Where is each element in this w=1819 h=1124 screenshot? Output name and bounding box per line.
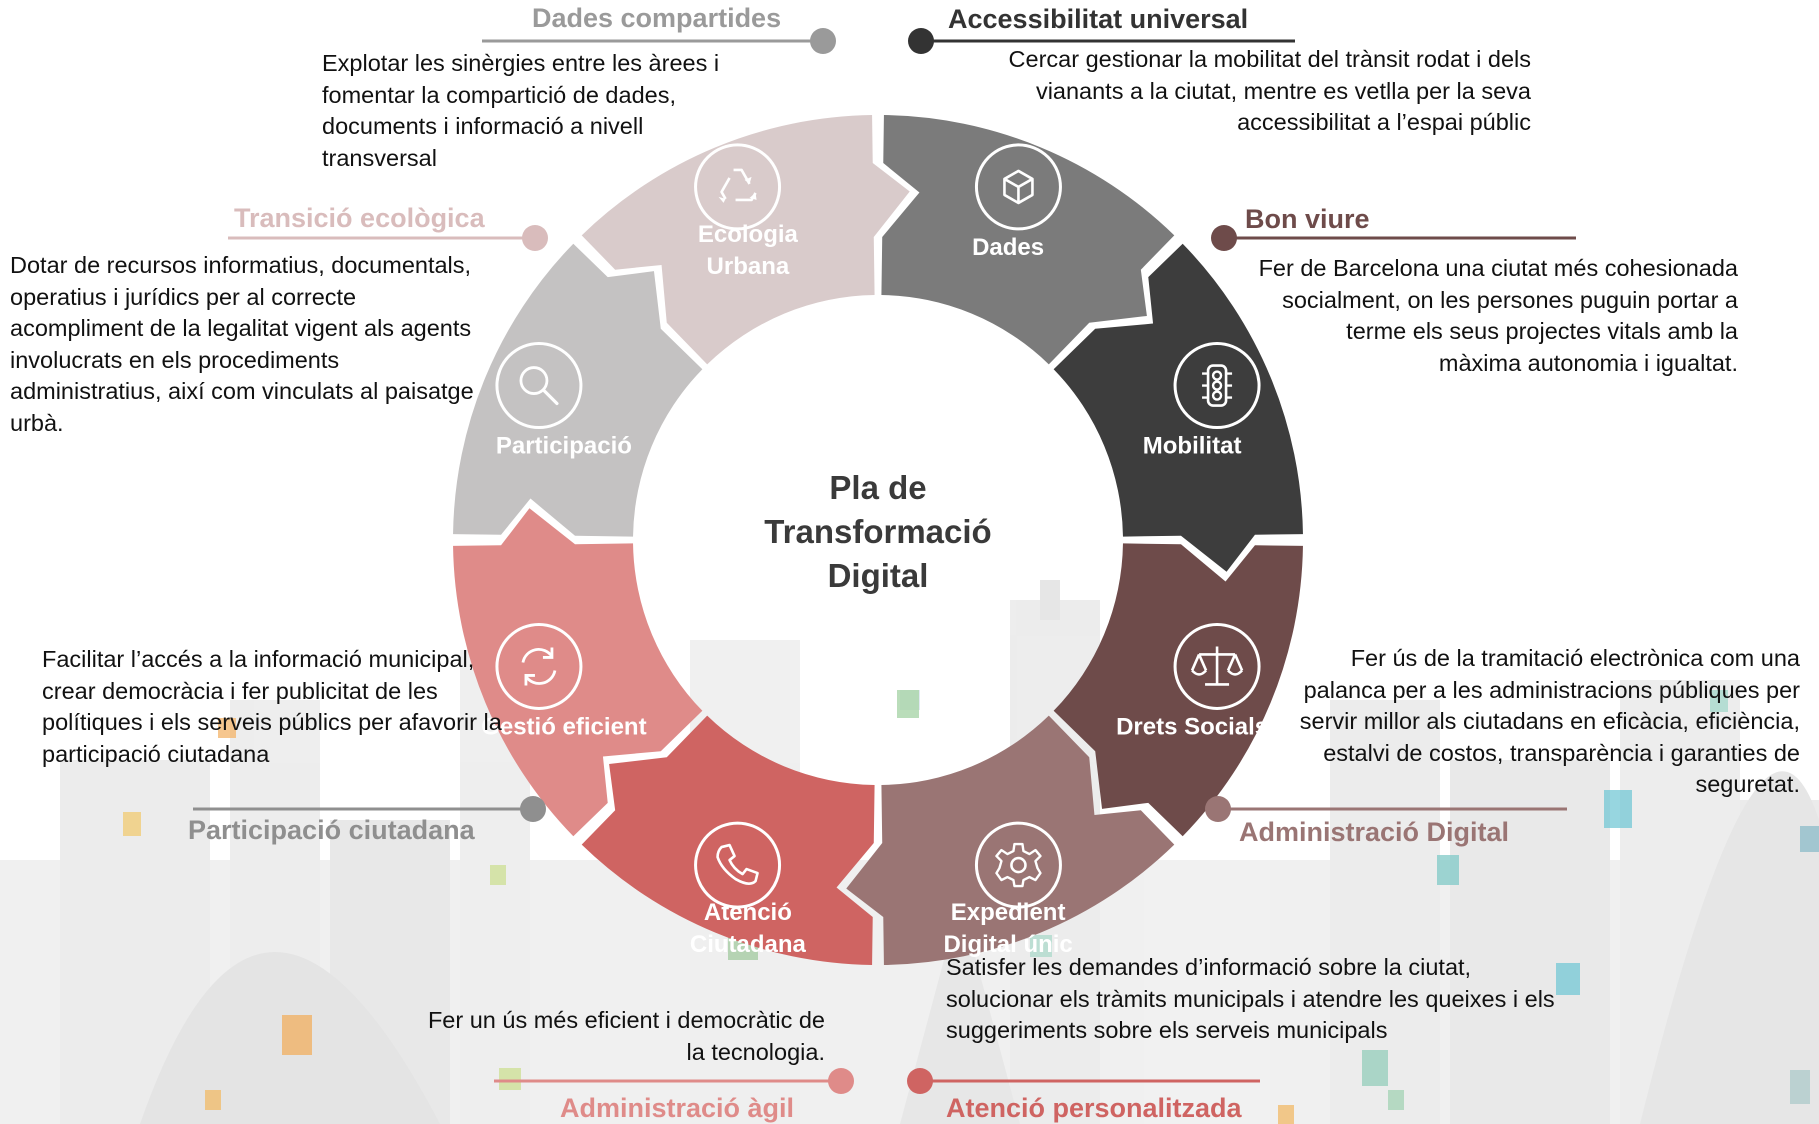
callout-title-atencio: Atenció personalitzada [946, 1093, 1242, 1123]
segment-label: Mobilitat [1143, 433, 1242, 460]
connector-dot-participacio [520, 796, 546, 822]
segment-label: Atenció [704, 899, 792, 926]
scales-icon [1173, 622, 1261, 710]
segment-label: Ecologia [698, 221, 799, 248]
refresh-icon [495, 622, 583, 710]
callout-text-atencio: Satisfer les demandes d’informació sobre… [946, 954, 1555, 1043]
segment-label: Ciutadana [690, 931, 807, 958]
center-title: Pla de Transformació Digital [764, 469, 991, 594]
segment-label: Urbana [707, 253, 790, 280]
callout-title-ecologia: Transició ecològica [234, 203, 485, 233]
callout-text-dades: Explotar les sinèrgies entre les àrees i… [322, 50, 720, 171]
segment-shape [453, 508, 703, 837]
segment-drets-socials: Drets Socials [1053, 543, 1303, 837]
connector-dot-atencio [907, 1068, 933, 1094]
segment-shape [1053, 243, 1303, 572]
connector-dot-dades [810, 28, 836, 54]
segment-label: Gestió eficient [481, 713, 646, 740]
connector-dot-gestio [828, 1068, 854, 1094]
segment-label: Participació [496, 433, 632, 460]
center-title-line-2: Transformació [764, 513, 991, 550]
connector-dot-mobilitat [908, 28, 934, 54]
callout-title-mobilitat: Accessibilitat universal [948, 4, 1249, 34]
callout-text-ecologia: Dotar de recursos informatius, documenta… [10, 252, 474, 436]
connector-dot-expedient [1205, 796, 1231, 822]
cube-icon [974, 143, 1062, 231]
segment-shape [1053, 543, 1303, 837]
callout-title-dades: Dades compartides [532, 3, 782, 33]
segment-shape [453, 243, 703, 537]
callout-title-expedient: Administració Digital [1239, 817, 1510, 847]
callout-title-drets: Bon viure [1245, 204, 1370, 234]
callout-text-gestio: Fer un ús més eficient i democràtic de l… [427, 1007, 825, 1065]
callout-text-expedient: Fer ús de la tramitació electrònica com … [1299, 645, 1800, 797]
callout-text-drets: Fer de Barcelona una ciutat més cohesion… [1258, 255, 1738, 376]
segment-participaci-: Participació [453, 243, 703, 537]
segment-label: Expedient [951, 899, 1066, 926]
center-title-line-1: Pla de [829, 469, 926, 506]
segment-shape [581, 715, 875, 965]
segment-shape [846, 715, 1175, 965]
phone-icon [694, 821, 782, 909]
traffic-light-icon [1173, 342, 1261, 430]
callout-text-mobilitat: Cercar gestionar la mobilitat del trànsi… [1008, 46, 1531, 135]
callout-text-participacio: Facilitar l’accés a la informació munici… [42, 646, 502, 767]
connector-dot-ecologia [522, 225, 548, 251]
connector-dot-drets [1211, 225, 1237, 251]
segment-dades: Dades [881, 115, 1175, 365]
callout-title-participacio: Participació ciutadana [188, 815, 475, 845]
segment-label: Digital únic [943, 931, 1072, 958]
recycle-icon [694, 143, 782, 231]
gear-icon [974, 821, 1062, 909]
segment-shape [881, 115, 1175, 365]
search-icon [495, 342, 583, 430]
segment-label: Dades [972, 234, 1044, 261]
segment-shape [581, 115, 910, 365]
segment-label: Drets Socials [1116, 713, 1268, 740]
segment-mobilitat: Mobilitat [1053, 243, 1303, 572]
center-title-line-3: Digital [828, 557, 929, 594]
segment-gesti-eficient: Gestió eficient [453, 508, 703, 837]
callout-title-gestio: Administració àgil [560, 1093, 795, 1123]
